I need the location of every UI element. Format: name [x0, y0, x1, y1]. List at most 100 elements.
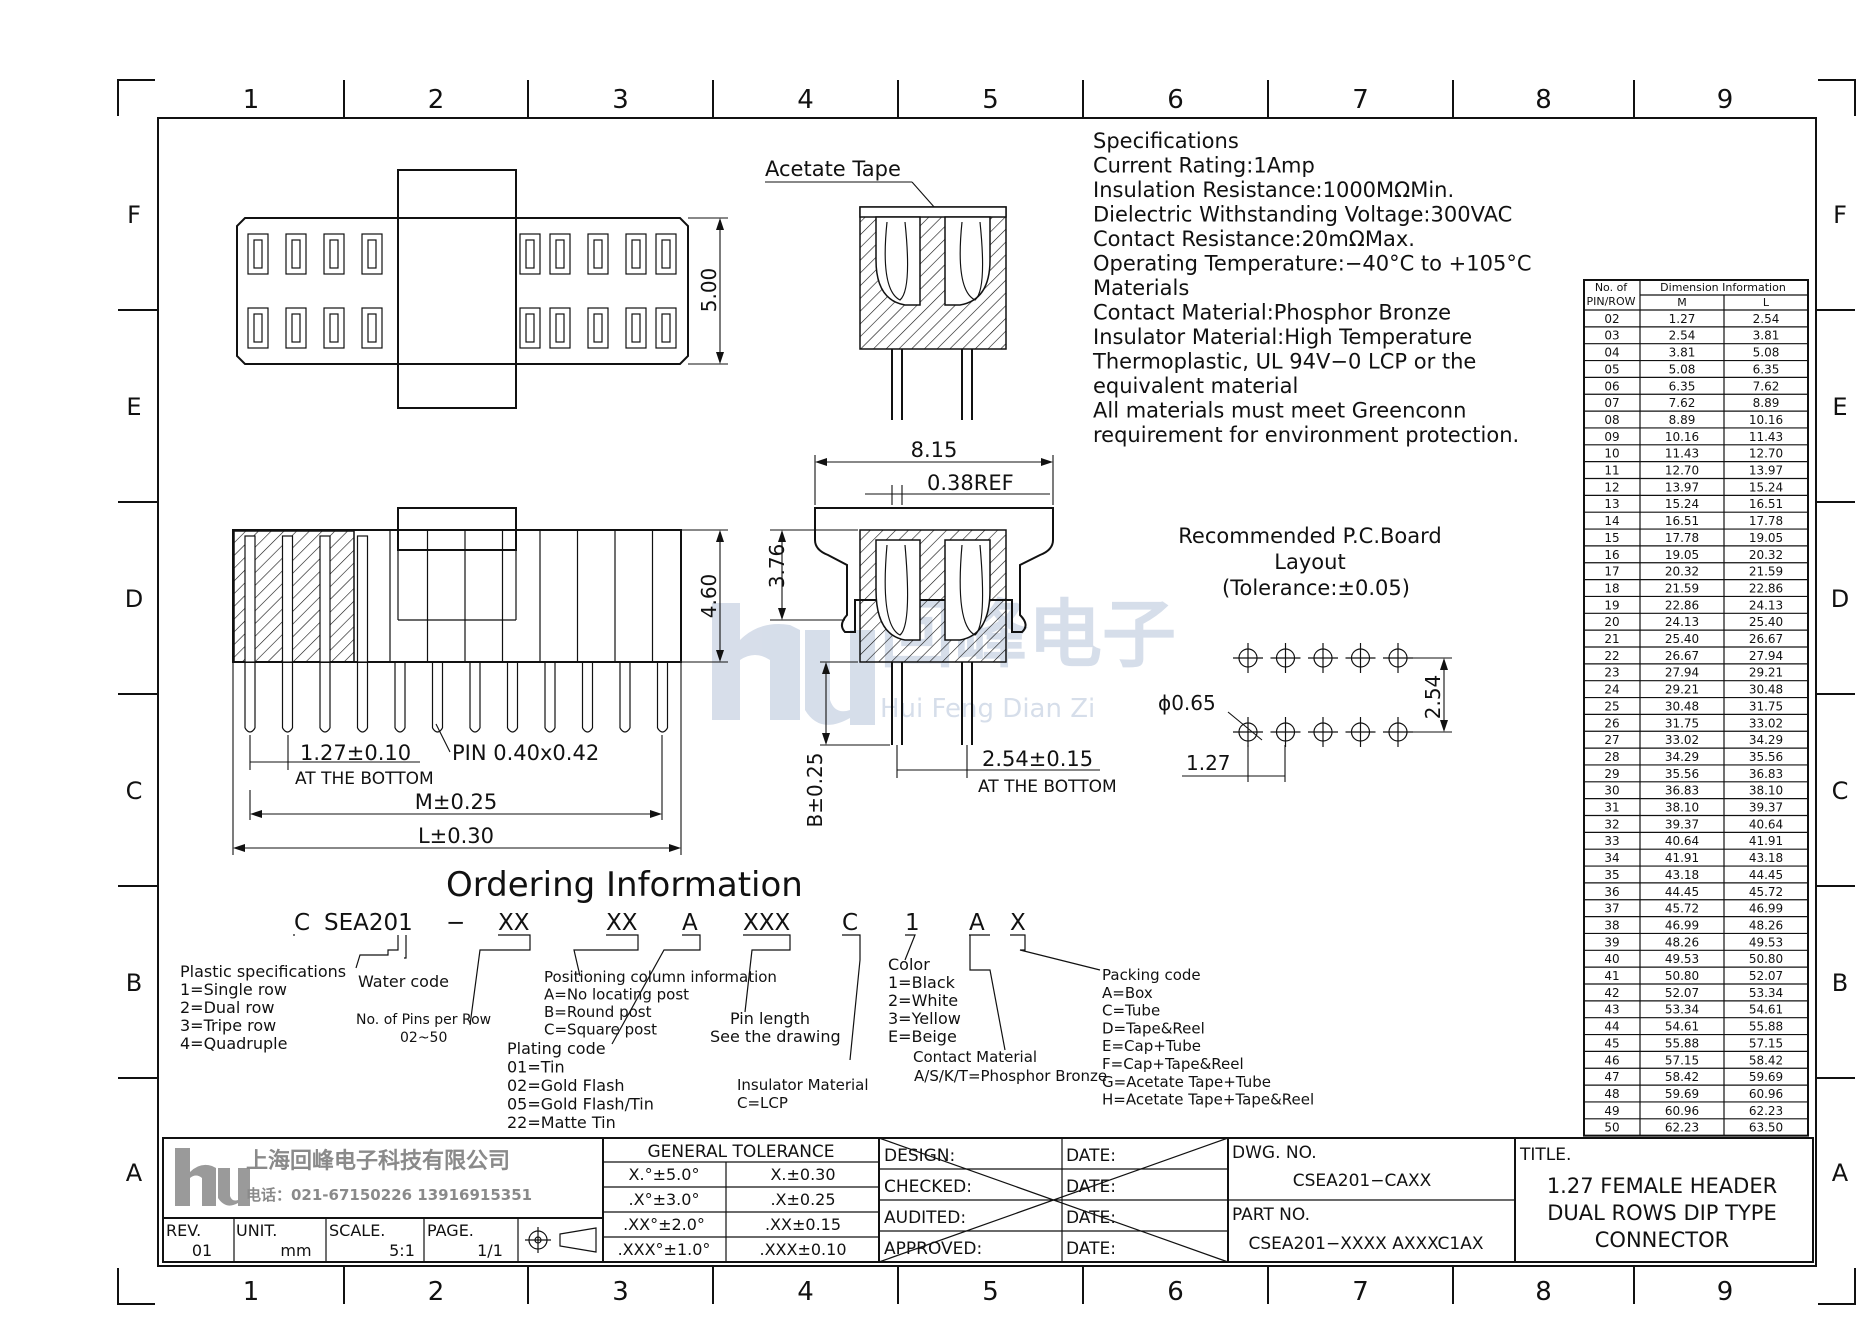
plating-code-line: 22=Matte Tin — [507, 1113, 616, 1132]
table-cell-m: 55.88 — [1665, 1036, 1699, 1050]
table-cell-pins: 49 — [1604, 1104, 1619, 1118]
column-label-bottom: 7 — [1352, 1277, 1369, 1307]
title-block: 上海回峰电子科技有限公司 电话：021-67150226 13916915351… — [162, 1137, 1814, 1263]
table-cell-pins: 45 — [1604, 1036, 1619, 1050]
dim-b: B±0.25 — [803, 752, 827, 827]
company-name: 上海回峰电子科技有限公司 — [246, 1148, 510, 1174]
pcb-pitch-x: 1.27 — [1186, 751, 1231, 775]
table-cell-m: 1.27 — [1669, 312, 1696, 326]
title-line-3: CONNECTOR — [1595, 1228, 1730, 1252]
company-phone: 电话：021-67150226 13916915351 — [246, 1186, 532, 1204]
table-cell-l: 26.67 — [1749, 632, 1783, 646]
table-cell-m: 5.08 — [1669, 362, 1696, 376]
table-cell-pins: 42 — [1604, 986, 1619, 1000]
pins-per-row-line: 02~50 — [400, 1030, 447, 1046]
table-cell-m: 7.62 — [1669, 396, 1696, 410]
table-cell-l: 19.05 — [1749, 531, 1783, 545]
table-cell-l: 3.81 — [1753, 329, 1780, 343]
table-cell-m: 57.15 — [1665, 1053, 1699, 1067]
table-cell-l: 50.80 — [1749, 952, 1783, 966]
pin-length-line: See the drawing — [710, 1027, 841, 1046]
row-label-left: C — [126, 777, 143, 805]
row-label-left: F — [127, 201, 141, 229]
table-cell-m: 49.53 — [1665, 952, 1699, 966]
table-cell-m: 36.83 — [1665, 784, 1699, 798]
table-cell-m: 8.89 — [1669, 413, 1696, 427]
table-cell-m: 17.78 — [1665, 531, 1699, 545]
row-label-right: F — [1833, 201, 1847, 229]
section-acetate: Acetate Tape — [765, 157, 1007, 420]
table-cell-pins: 13 — [1604, 497, 1619, 511]
table-cell-pins: 12 — [1604, 480, 1619, 494]
table-cell-l: 52.07 — [1749, 969, 1783, 983]
spec-line: Insulation Resistance:1000MΩMin. — [1093, 178, 1454, 202]
table-cell-pins: 33 — [1604, 834, 1619, 848]
table-cell-m: 22.86 — [1665, 598, 1699, 612]
code-color: 1 — [905, 910, 920, 936]
column-label-top: 8 — [1535, 85, 1552, 115]
table-cell-l: 36.83 — [1749, 767, 1783, 781]
table-cell-pins: 28 — [1604, 750, 1619, 764]
plastic-spec-line: Plastic specifications — [180, 962, 346, 981]
top-view: 5.00 — [236, 169, 728, 409]
tolerance-angle: .XX°±2.0° — [623, 1215, 705, 1234]
code-insulator: C — [842, 910, 858, 936]
dimension-table: No. of PIN/ROW Dimension Information M L… — [1583, 279, 1809, 1137]
table-cell-m: 38.10 — [1665, 801, 1699, 815]
page-value: 1/1 — [477, 1241, 503, 1260]
dim-l: L±0.30 — [418, 824, 494, 848]
dim-3-76: 3.76 — [765, 544, 789, 589]
insulator-line: Insulator Material — [737, 1076, 869, 1094]
rev-label: REV. — [166, 1221, 201, 1240]
code-pin-length: XXX — [743, 910, 791, 936]
table-cell-m: 34.29 — [1665, 750, 1699, 764]
section-view: 8.15 0.38REF 3.76 B±0.25 2.54±0.15 AT TH… — [765, 438, 1117, 828]
table-cell-pins: 23 — [1604, 666, 1619, 680]
code-position: A — [682, 910, 698, 936]
table-header-l: L — [1763, 296, 1770, 309]
table-cell-m: 10.16 — [1665, 430, 1699, 444]
table-cell-l: 58.42 — [1749, 1053, 1783, 1067]
acetate-tape-label: Acetate Tape — [765, 157, 901, 181]
dim-4-60: 4.60 — [697, 574, 721, 619]
table-cell-m: 16.51 — [1665, 514, 1699, 528]
projection-symbol-icon — [525, 1227, 597, 1253]
table-cell-l: 17.78 — [1749, 514, 1783, 528]
table-cell-l: 21.59 — [1749, 565, 1783, 579]
color-line: 1=Black — [888, 973, 956, 992]
title-label: TITLE. — [1519, 1145, 1571, 1165]
table-cell-pins: 22 — [1604, 649, 1619, 663]
table-cell-l: 35.56 — [1749, 750, 1783, 764]
spec-line: Contact Material:Phosphor Bronze — [1093, 301, 1451, 325]
dwg-number: CSEA201−CAXX — [1293, 1171, 1432, 1191]
side-view: 4.60 1.27±0.10 AT THE BOTTOM PIN 0.40x0.… — [232, 507, 728, 855]
table-cell-m: 62.23 — [1665, 1121, 1699, 1135]
table-cell-l: 29.21 — [1749, 666, 1783, 680]
table-cell-l: 54.61 — [1749, 1003, 1783, 1017]
table-cell-m: 44.45 — [1665, 885, 1699, 899]
spec-line: Thermoplastic, UL 94V−0 LCP or the — [1092, 350, 1476, 374]
table-cell-m: 48.26 — [1665, 935, 1699, 949]
table-cell-m: 13.97 — [1665, 480, 1699, 494]
plastic-spec-line: 2=Dual row — [180, 998, 274, 1017]
table-cell-pins: 07 — [1604, 396, 1619, 410]
table-header-no-a: No. of — [1595, 281, 1628, 294]
plating-code-line: 01=Tin — [507, 1058, 565, 1077]
color-line: 3=Yellow — [888, 1009, 961, 1028]
table-cell-pins: 15 — [1604, 531, 1619, 545]
page-label: PAGE. — [427, 1221, 474, 1240]
checked-label: CHECKED: — [884, 1177, 972, 1197]
at-bottom-right: AT THE BOTTOM — [978, 777, 1117, 797]
color-line: E=Beige — [888, 1027, 957, 1046]
table-cell-pins: 19 — [1604, 598, 1619, 612]
spec-line: Insulator Material:High Temperature — [1093, 325, 1472, 349]
table-cell-pins: 41 — [1604, 969, 1619, 983]
table-cell-pins: 50 — [1604, 1121, 1619, 1135]
table-header-no-b: PIN/ROW — [1587, 295, 1636, 308]
column-label-top: 2 — [428, 85, 445, 115]
date-label-2: DATE: — [1066, 1177, 1116, 1197]
table-cell-m: 60.96 — [1665, 1104, 1699, 1118]
